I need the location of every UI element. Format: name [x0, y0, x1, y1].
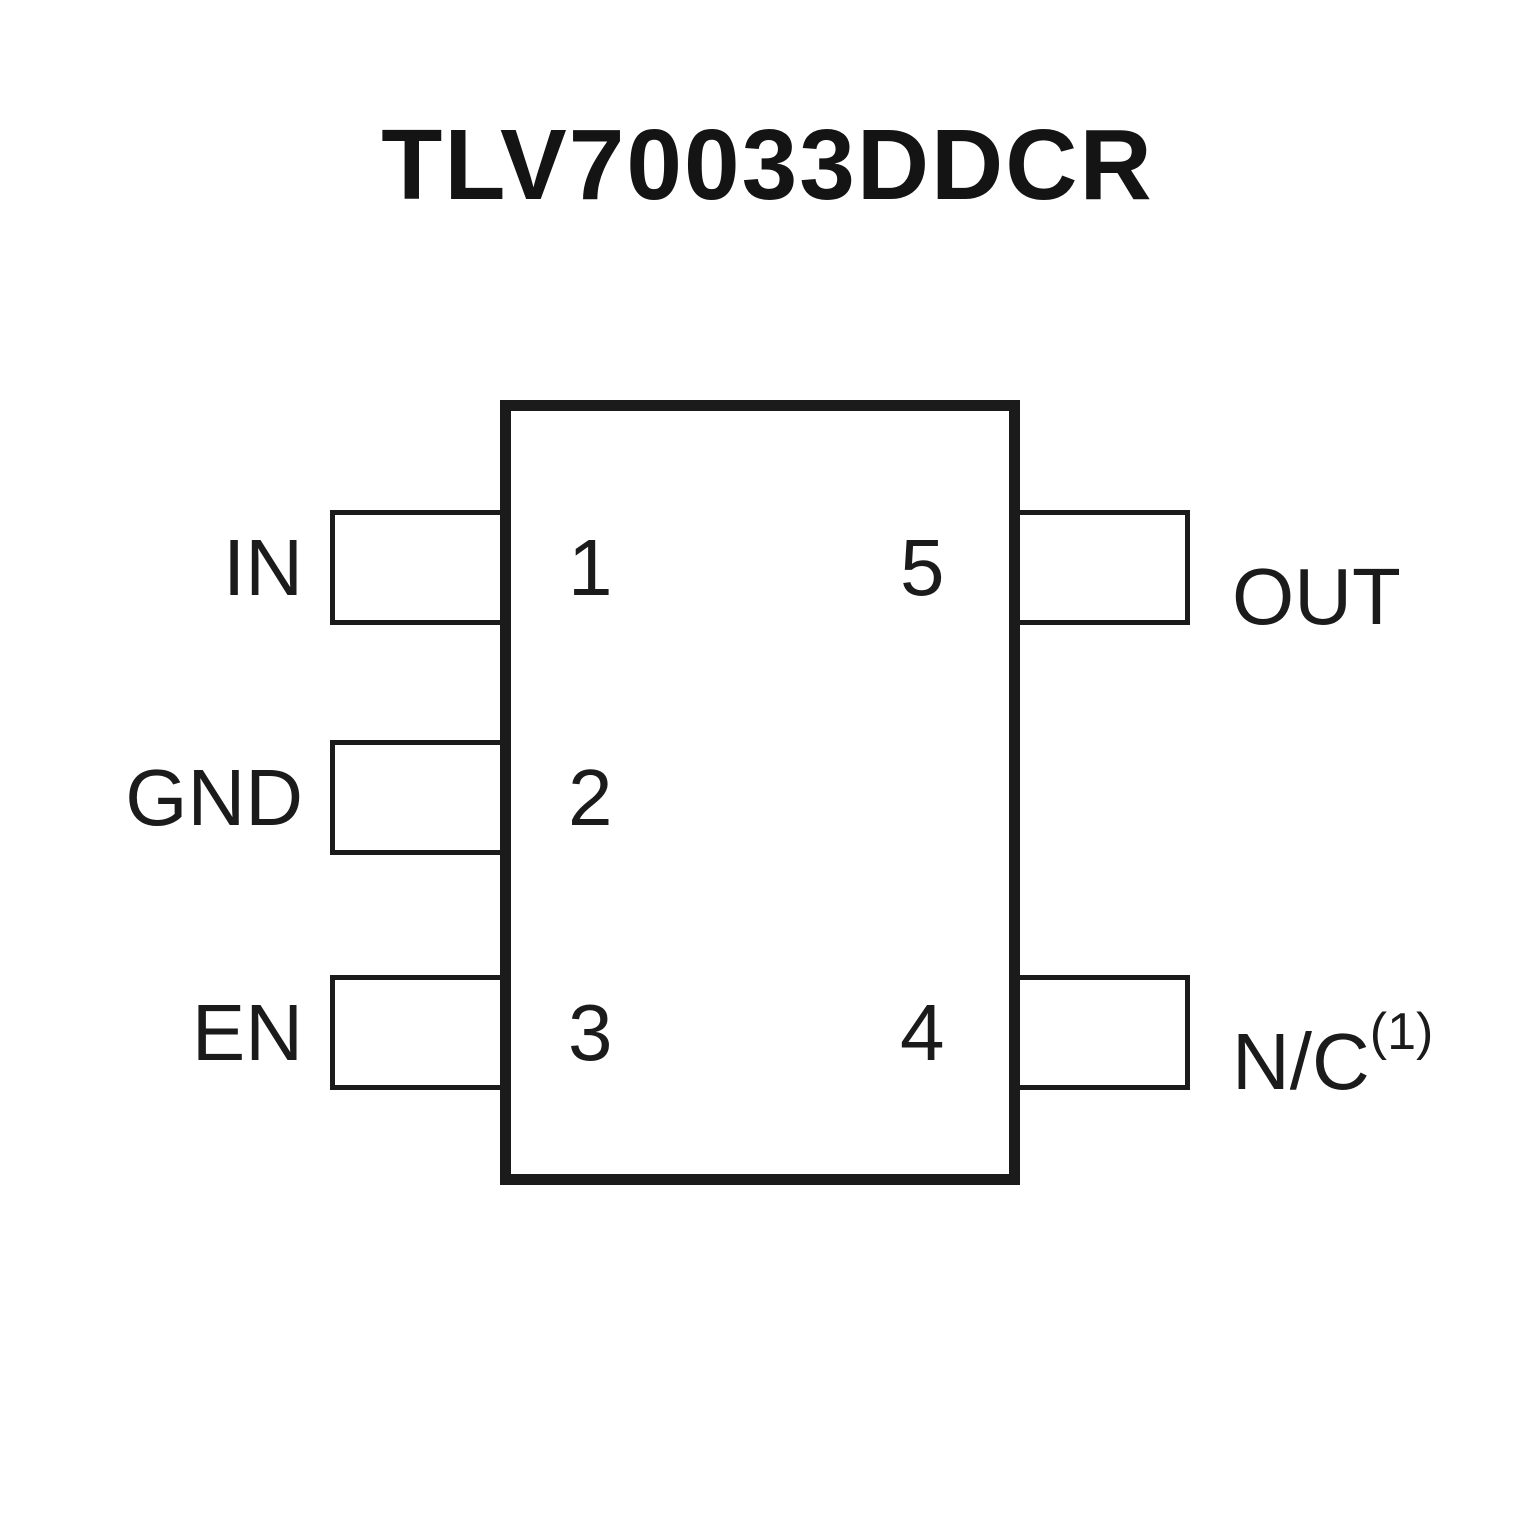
- pin-box-4: [1015, 975, 1190, 1090]
- pin-number-2: 2: [568, 753, 613, 842]
- pin-box-3: [330, 975, 505, 1090]
- pin-number-4: 4: [900, 988, 945, 1077]
- pin-label-in: IN: [223, 523, 303, 612]
- pin-label-out-text: OUT: [1232, 552, 1401, 641]
- pin-label-nc-text: N/C: [1232, 1017, 1370, 1106]
- pin-number-5: 5: [900, 523, 945, 612]
- pin-box-5: [1015, 510, 1190, 625]
- pin-number-3: 3: [568, 988, 613, 1077]
- pin-label-out: OUT: [1232, 510, 1401, 654]
- chip-title: TLV70033DDCR: [381, 109, 1154, 221]
- pin-label-en: EN: [191, 988, 303, 1077]
- pin-label-gnd: GND: [125, 753, 303, 842]
- pin-box-2: [330, 740, 505, 855]
- pin-label-nc-note: (1): [1369, 1003, 1434, 1061]
- pin-box-1: [330, 510, 505, 625]
- pin-label-nc: N/C(1): [1232, 975, 1433, 1119]
- chip-body: [500, 400, 1020, 1185]
- pin-number-1: 1: [568, 523, 613, 612]
